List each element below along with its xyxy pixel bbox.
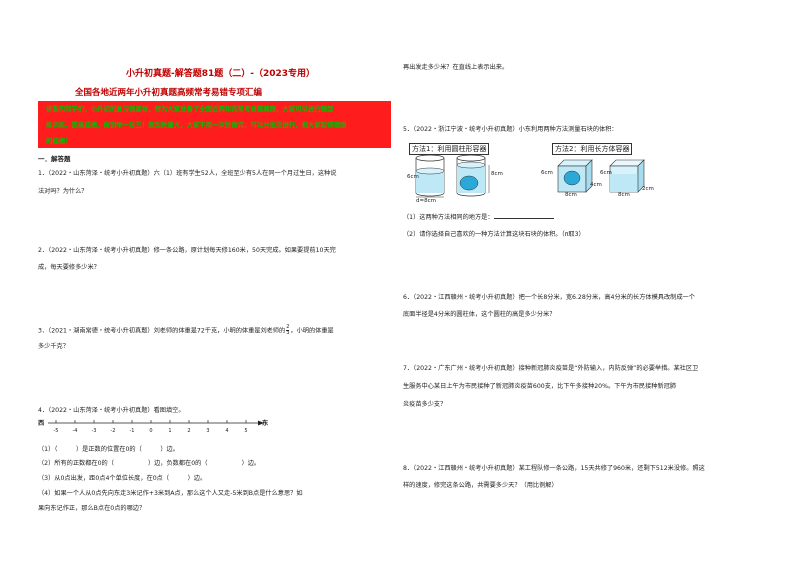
question-4-part-3: （3）从0点出发，距0点4个单位长度，在0点（ ）边。 [38,475,207,482]
intro-line-1: 讲重的同学们，小升初的复习很紧张，特为大家准备了全国近两年的常考易错真题，大家可… [46,105,334,113]
dim-2cm-cuboid-2: 2cm [642,186,654,192]
question-5-part-2: （2）请你选择自己喜欢的一种方法计算这块石块的体积。（π取3） [403,231,585,238]
question-4-part-2-b: ）边，负数都在0的（ [147,460,208,467]
question-1-line-1: 1．（2022・山东菏泽・统考小升初真题）六（1）班有学生52人，全班至少有5人… [38,170,337,177]
dim-4cm-cuboid-1: 4cm [590,182,602,188]
number-line-tick-label: 2 [187,428,190,434]
question-8-line-1: 8．（2022・江西赣州・统考小升初真题）某工程队修一条公路，15天共修了960… [403,465,705,472]
question-2-line-2: 成，每天要修多少米？ [38,264,100,271]
question-4-part-2-c: ）边。 [241,460,261,467]
question-8-line-2: 样的速度，修完这条公路，共需要多少天？（用比例解） [403,482,558,489]
number-line-tick-label: -5 [54,428,59,434]
number-line-east-label: 东 [262,420,269,427]
intro-line-3: 的成绩！ [46,137,72,145]
intro-line-2: 练训练，提高成绩，做到举一反三！题型数量大，大家不用一次性做完，可以分批次进行，… [46,121,347,129]
fraction-numerator: 2 [286,324,290,331]
question-7-line-1: 7．（2022・广东广州・统考小升初真题）接种新冠肺炎疫苗是“外防输入，内防反弹… [403,365,699,372]
question-3-text-a: 3．（2021・湖南常德・统考小升初真题）刘老师的体重是72千克，小明的体重是刘… [38,327,286,335]
question-1-line-2: 法对吗？为什么？ [38,188,88,195]
dim-6cm-cuboid-2: 6cm [600,170,612,176]
number-line: -5 -4 -3 -2 -1 0 1 2 3 4 5 [48,420,264,434]
method-2-label: 方法2：利用长方体容器 [552,143,633,155]
number-line-tick-label: 0 [149,428,152,434]
number-line-tick-label: -3 [92,428,97,434]
question-6-line-2: 底面半径是4分米的圆柱体，这个圆柱的高是多少分米？ [403,311,556,318]
doc-subtitle: 全国各地近两年小升初真题高频常考易错专项汇编 [75,88,263,98]
question-5-part-1: （1）这两种方法相同的地方是： [403,214,554,222]
method-1-label: 方法1：利用圆柱形容器 [409,143,490,155]
number-line-west-label: 西 [38,420,45,427]
question-7-line-2: 生服务中心某日上午为市民接种了新冠肺炎疫苗600支，比下午多接种20%。下午为市… [403,383,677,390]
question-6-line-1: 6．（2022・江西赣州・统考小升初真题）把一个长8分米，宽6.28分米，高4分… [403,294,695,301]
question-3-text-b: ，小明的体重是 [290,327,334,335]
number-line-tick-label: -2 [111,428,116,434]
section-title: 一．解答题 [38,155,71,163]
question-4-part-2: （2）所有的正数都在0的（ ）边，负数都在0的（ ）边。 [38,460,260,468]
question-4-part-2-a: （2）所有的正数都在0的（ [38,460,114,467]
cuboid-figures [557,159,645,193]
dim-8cm-cuboid-2: 8cm [618,192,630,198]
answer-blank[interactable] [493,218,554,219]
question-7-line-3: 炎疫苗多少支？ [403,401,447,408]
question-4-part-1: （1）（ ）是正数的位置在0的（ ）边。 [38,446,179,453]
dim-diameter: d=8cm [416,198,436,204]
number-line-tick-label: 3 [206,428,209,434]
number-line-tick-label: -4 [73,428,78,434]
doc-title: 小升初真题-解答题81题（二）-（2023专用） [126,69,316,79]
question-5-line-1: 5．（2022・浙江宁波・统考小升初真题）小东利用两种方法测量石块的体积： [403,126,618,133]
question-3-line-2: 多少千克？ [38,343,69,350]
dim-6cm-cuboid-1: 6cm [541,170,553,176]
question-4-continued: 再出发走多少米？在直线上表示出来。 [403,64,509,71]
number-line-tick-label: 1 [168,428,171,434]
intro-banner: 讲重的同学们，小升初的复习很紧张，特为大家准备了全国近两年的常考易错真题，大家可… [38,101,391,148]
dim-6cm-cylinder: 6cm [407,174,419,180]
cylinder-figures [415,154,490,198]
number-line-tick-label: 5 [244,428,247,434]
dim-8cm-cylinder: 8cm [491,171,503,177]
question-4-line-1: 4．（2022・山东菏泽・统考小升初真题）看图填空。 [38,407,185,414]
number-line-tick-label: -1 [130,428,135,434]
number-line-tick-label: 4 [225,428,228,434]
question-5-part-1-text: （1）这两种方法相同的地方是： [403,214,494,221]
fraction-denominator: 3 [286,330,290,336]
question-4-part-4-line-1: （4）如果一个人从0点先向东走3米记作+3米到A点，那么这个人又走-5米到B点是… [38,490,303,497]
dim-8cm-cuboid-1: 8cm [565,192,577,198]
question-4-part-4-line-2: 果向东记作正，那么B点在0点的哪边？ [38,505,146,512]
question-2-line-1: 2．（2022・山东菏泽・统考小升初真题）修一条公路，原计划每天修160米，50… [38,247,336,254]
question-3-line-1: 3．（2021・湖南常德・统考小升初真题）刘老师的体重是72千克，小明的体重是刘… [38,325,334,336]
